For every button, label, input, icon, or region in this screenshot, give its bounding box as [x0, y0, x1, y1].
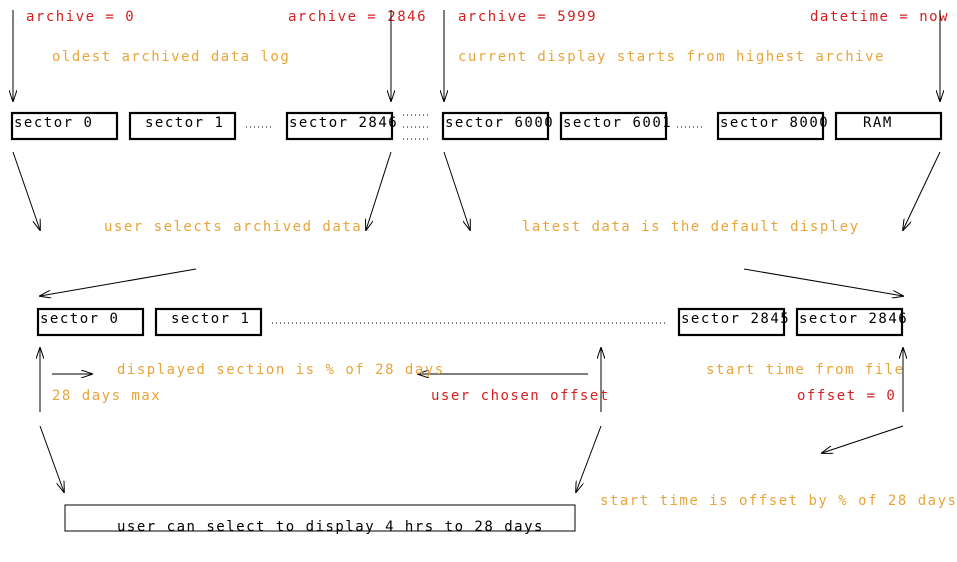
oldest-log-label: oldest archived data log — [52, 49, 290, 65]
arrow-diag-4 — [903, 151, 941, 230]
bottom-sector-1-text: sector 1 — [171, 311, 250, 327]
archive-5999-label: archive = 5999 — [458, 9, 597, 25]
arrow-diag-2 — [366, 151, 392, 230]
top-sector-6000-box — [441, 111, 550, 141]
select-display-text: user can select to display 4 hrs to 28 d… — [117, 519, 544, 535]
bottom-sector-2846-box — [795, 307, 904, 337]
top-sector-8000-text: sector 8000 — [720, 115, 829, 131]
top-sector-2846-box — [285, 111, 394, 141]
arrow-to-bottom-right — [743, 268, 903, 296]
current-display-label: current display starts from highest arch… — [458, 49, 885, 65]
top-sector-8000-box — [716, 111, 825, 141]
archive-2846-label: archive = 2846 — [288, 9, 427, 25]
bottom-sector-0-text: sector 0 — [40, 311, 119, 327]
arrow-diag-3 — [443, 151, 470, 230]
offset-zero-label: offset = 0 — [797, 388, 896, 404]
top-sector-0-box — [10, 111, 119, 141]
arrow-diag-bottom-left — [39, 425, 64, 492]
start-offset-label: start time is offset by % of 28 days — [600, 493, 957, 509]
top-sector-6001-box — [559, 111, 668, 141]
latest-default-label: latest data is the default displey — [522, 219, 860, 235]
arrow-to-bottom-left — [40, 268, 197, 296]
user-selects-label: user selects archived data — [104, 219, 362, 235]
max-28-days-label: 28 days max — [52, 388, 161, 404]
top-sector-2846-text: sector 2846 — [289, 115, 398, 131]
bottom-sector-2845-text: sector 2845 — [681, 311, 790, 327]
ram-text: RAM — [863, 115, 893, 131]
top-sector-1-text: sector 1 — [145, 115, 224, 131]
user-offset-label: user chosen offset — [431, 388, 610, 404]
ram-box — [834, 111, 943, 141]
top-sector-0-text: sector 0 — [14, 115, 93, 131]
datetime-now-label: datetime = now — [810, 9, 949, 25]
top-sector-6000-text: sector 6000 — [445, 115, 554, 131]
start-from-file-label: start time from file — [706, 362, 905, 378]
archive-0-label: archive = 0 — [26, 9, 135, 25]
arrow-diag-1 — [12, 151, 40, 230]
top-sector-1-box — [128, 111, 237, 141]
bottom-sector-0-box — [36, 307, 145, 337]
bottom-sector-1-box — [154, 307, 263, 337]
arrow-diag-bottom-right — [576, 425, 602, 492]
bottom-sector-2845-box — [677, 307, 786, 337]
top-sector-6001-text: sector 6001 — [563, 115, 672, 131]
arrow-diag-offset — [822, 425, 904, 453]
bottom-sector-2846-text: sector 2846 — [799, 311, 908, 327]
displayed-section-label: displayed section is % of 28 days — [117, 362, 445, 378]
select-display-box — [64, 504, 576, 532]
